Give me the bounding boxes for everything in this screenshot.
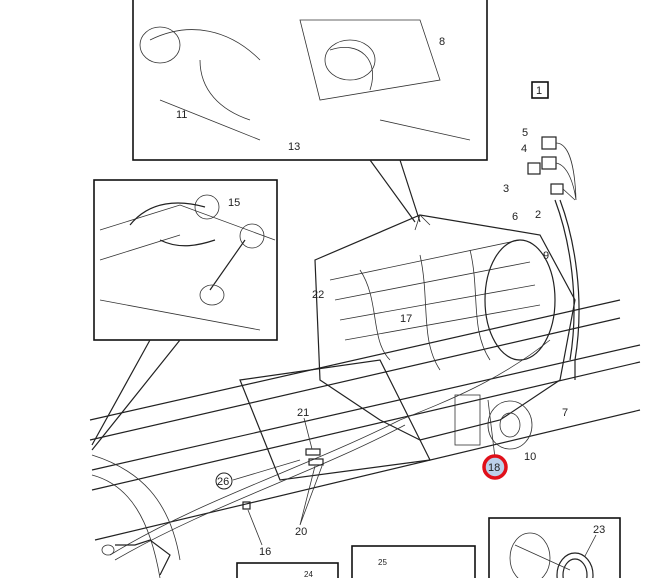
callout-13: 13 bbox=[288, 141, 300, 153]
figure-number: 1 bbox=[536, 85, 542, 97]
callout-2: 2 bbox=[535, 209, 541, 221]
callout-20: 20 bbox=[295, 526, 307, 538]
relay-cluster bbox=[527, 136, 577, 201]
callout-25: 25 bbox=[378, 558, 387, 567]
callout-5: 5 bbox=[522, 127, 528, 139]
inset-25 bbox=[351, 545, 476, 578]
callout-7: 7 bbox=[562, 407, 568, 419]
callout-9: 9 bbox=[543, 250, 549, 262]
callout-11: 11 bbox=[176, 109, 187, 121]
figure-number-box bbox=[531, 81, 549, 99]
callout-3: 3 bbox=[503, 183, 509, 195]
callout-23: 23 bbox=[593, 524, 605, 536]
connector-16 bbox=[242, 501, 263, 546]
inset-23 bbox=[488, 517, 621, 578]
inset-24 bbox=[236, 562, 339, 578]
chassis-frame bbox=[89, 299, 641, 578]
callout-21: 21 bbox=[297, 407, 309, 419]
callout-15: 15 bbox=[228, 197, 240, 209]
callout-16: 16 bbox=[259, 546, 271, 558]
callout-18-highlighted[interactable]: 18 bbox=[482, 399, 508, 480]
inset-left-battery-detail bbox=[91, 179, 278, 451]
connectors-20-21 bbox=[232, 417, 324, 526]
callout-26: 26 bbox=[217, 476, 229, 488]
inset-top-engine-detail bbox=[132, 0, 488, 223]
callout-8: 8 bbox=[439, 36, 445, 48]
component-bottom-left bbox=[101, 539, 171, 576]
callout-4: 4 bbox=[521, 143, 527, 155]
callout-10: 10 bbox=[524, 451, 536, 463]
callout-22: 22 bbox=[312, 289, 324, 301]
callout-26-circle bbox=[215, 472, 233, 490]
callout-18: 18 bbox=[488, 462, 500, 474]
wiring-harness bbox=[109, 199, 580, 561]
callout-6: 6 bbox=[512, 211, 518, 223]
callout-17: 17 bbox=[400, 313, 412, 325]
engine-block bbox=[239, 214, 576, 481]
callout-24: 24 bbox=[304, 570, 313, 578]
